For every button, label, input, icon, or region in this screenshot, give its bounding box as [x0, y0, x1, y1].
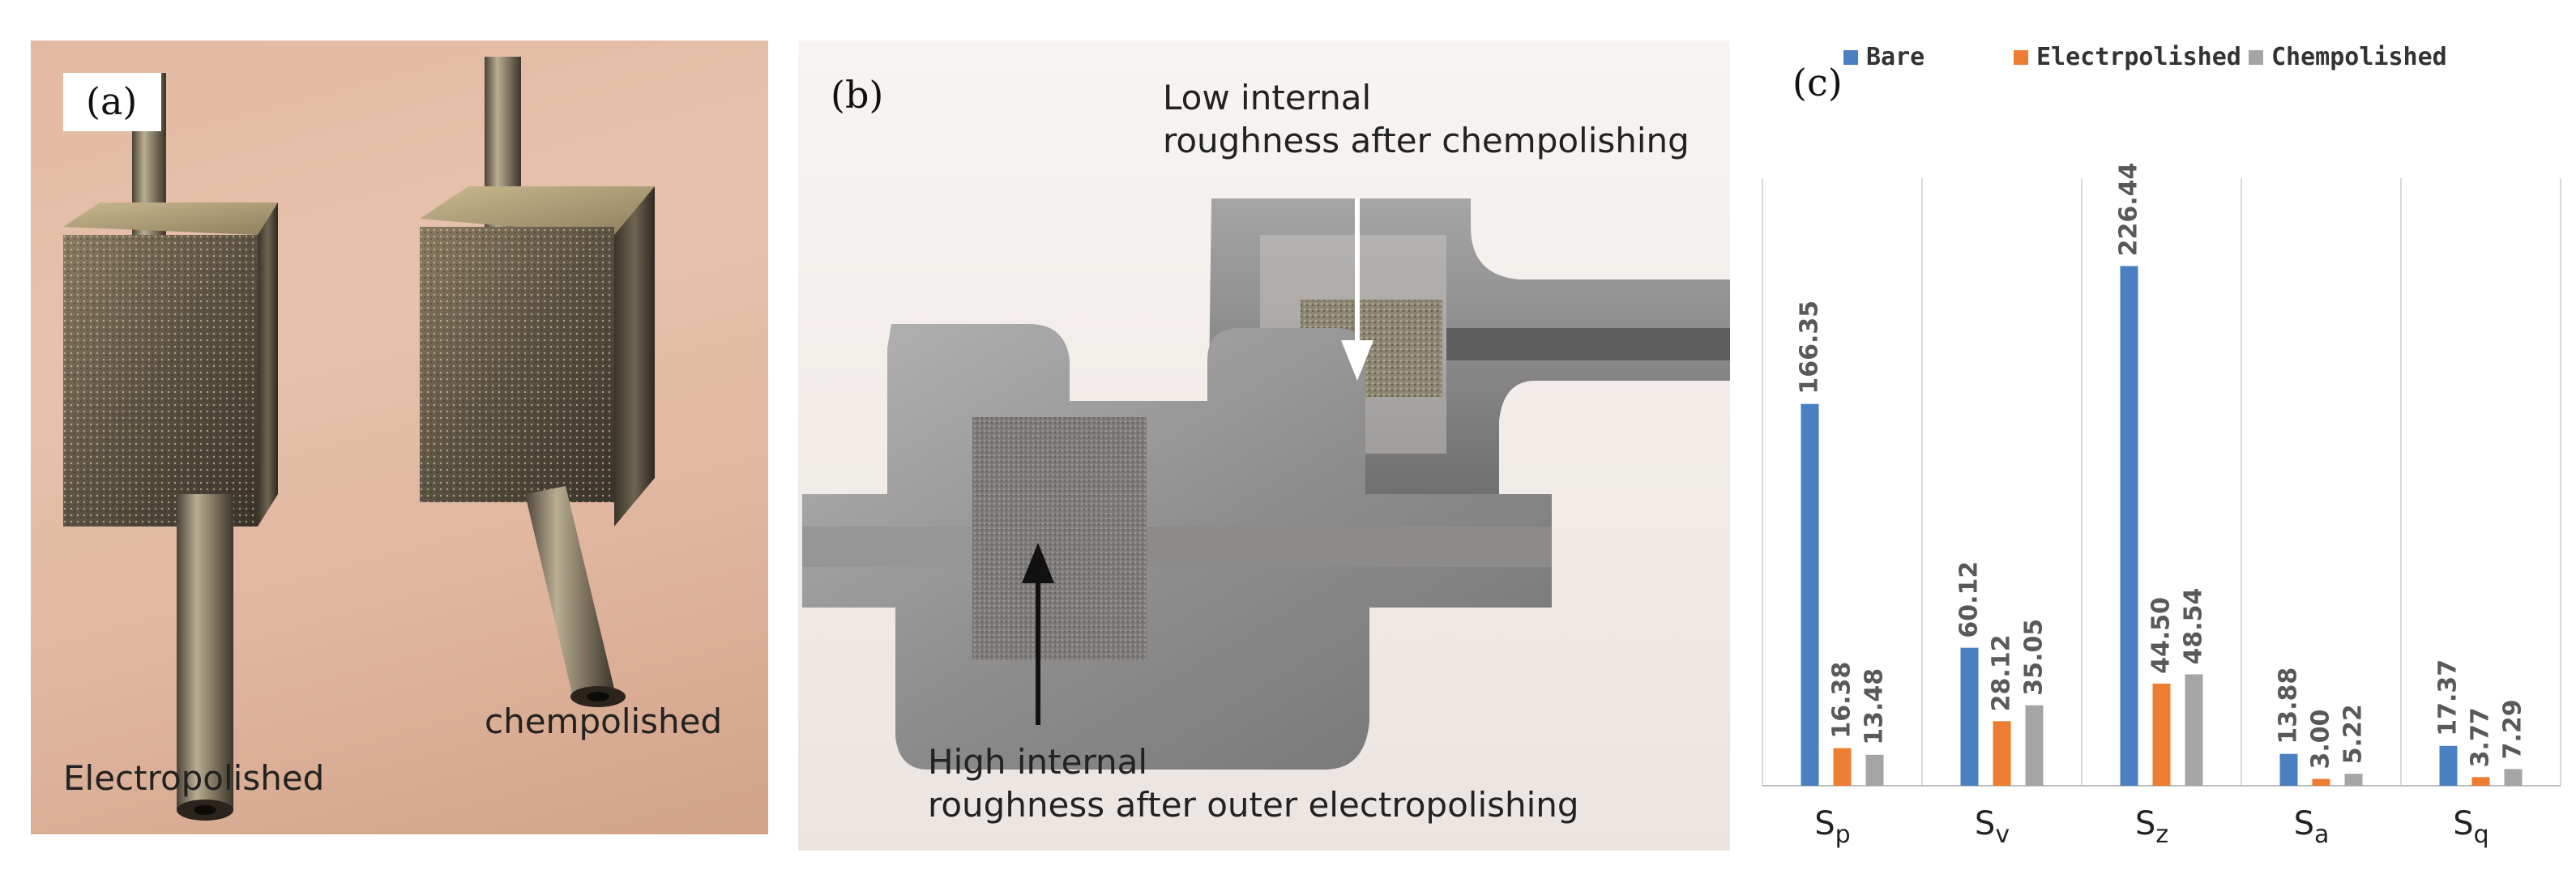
x-tick-label-sv: Sv: [1975, 805, 2010, 849]
panel-label-a: (a): [63, 73, 162, 131]
value-label-sz-bare: 226.44: [2115, 163, 2143, 257]
chempolished-part: [420, 57, 655, 707]
chart-grid: [1762, 178, 2561, 787]
caption-chempolished: chempolished: [485, 701, 723, 741]
bar-sq-chempolished: [2504, 769, 2523, 786]
panel-label-c: (c): [1792, 61, 1843, 104]
bar-sv-bare: [1960, 647, 1979, 786]
legend-swatch-chempolished: [2249, 50, 2263, 65]
value-label-sv-electropolished: 28.12: [1988, 634, 2016, 711]
lower-section-part: [802, 324, 1552, 770]
arrow-high-roughness: [1022, 543, 1054, 725]
bar-sv-chempolished: [2025, 705, 2044, 786]
legend-label-bare: Bare: [1866, 43, 1925, 71]
bar-sv-electropolished: [1993, 721, 2011, 786]
legend-swatch-electropolished: [2014, 50, 2028, 65]
caption-low-roughness: Low internal roughness after chempolishi…: [1163, 77, 1690, 162]
bar-sz-chempolished: [2185, 674, 2203, 786]
bar-sp-bare: [1801, 403, 1819, 786]
caption-electropolished: Electropolished: [63, 758, 325, 798]
caption-high-roughness-line1: High internal: [928, 742, 1148, 782]
x-axis-labels: Sp Sv Sz Sa Sq: [1814, 805, 2488, 849]
value-label-sa-bare: 13.88: [2275, 667, 2303, 744]
value-label-sv-bare: 60.12: [1955, 561, 1984, 638]
caption-high-roughness: High internal roughness after outer elec…: [928, 741, 1579, 826]
value-label-sv-chempolished: 35.05: [2020, 619, 2048, 696]
value-label-sq-electropolished: 3.77: [2467, 707, 2495, 767]
caption-high-roughness-line2: roughness after outer electropolishing: [928, 784, 1579, 825]
value-label-sz-electropolished: 44.50: [2147, 597, 2176, 674]
x-tick-label-sq: Sq: [2453, 805, 2488, 849]
panel-label-b: (b): [831, 73, 884, 117]
chart-panel-c: (c) Bare Electrpolished Chempolished 166.35…: [1742, 32, 2576, 883]
value-label-sq-bare: 17.37: [2434, 659, 2463, 736]
chart-legend: Bare Electrpolished Chempolished: [1843, 43, 2447, 71]
x-tick-label-sz: Sz: [2135, 805, 2168, 849]
legend-label-electropolished: Electrpolished: [2036, 43, 2241, 71]
value-label-sp-chempolished: 13.48: [1860, 668, 1889, 745]
bar-sq-electropolished: [2471, 777, 2490, 786]
roughness-bar-chart: Bare Electrpolished Chempolished 166.35 16.3…: [1762, 43, 2561, 849]
electropolished-part: [63, 73, 278, 821]
arrow-low-roughness: [1341, 198, 1373, 381]
legend-swatch-bare: [1843, 50, 1858, 65]
caption-low-roughness-line1: Low internal: [1163, 78, 1372, 117]
bar-sa-electropolished: [2312, 778, 2330, 786]
photo-panel-b: (b) Low internal roughness after chempol…: [798, 41, 1730, 851]
bar-sq-bare: [2439, 745, 2458, 786]
value-label-sa-electropolished: 3.00: [2307, 709, 2335, 769]
bar-sp-electropolished: [1833, 748, 1852, 786]
bar-sa-chempolished: [2344, 774, 2363, 786]
value-label-sq-chempolished: 7.29: [2499, 699, 2527, 759]
value-label-sz-chempolished: 48.54: [2180, 588, 2208, 665]
caption-low-roughness-line2: roughness after chempolishing: [1163, 120, 1690, 160]
x-tick-label-sp: Sp: [1814, 805, 1850, 849]
polished-cubes-illustration: [63, 57, 655, 821]
value-label-sp-electropolished: 16.38: [1828, 662, 1856, 739]
photo-panel-a: (a) Electropolished chempolished: [31, 41, 768, 834]
bar-sz-bare: [2120, 266, 2138, 786]
cross-section-illustration: [802, 198, 1730, 770]
value-label-sa-chempolished: 5.22: [2339, 704, 2368, 764]
bar-sz-electropolished: [2152, 683, 2171, 786]
value-label-sp-bare: 166.35: [1796, 301, 1824, 394]
legend-label-chempolished: Chempolished: [2271, 43, 2447, 71]
bar-sp-chempolished: [1865, 754, 1884, 786]
x-tick-label-sa: Sa: [2294, 805, 2330, 849]
bar-sa-bare: [2279, 753, 2298, 786]
